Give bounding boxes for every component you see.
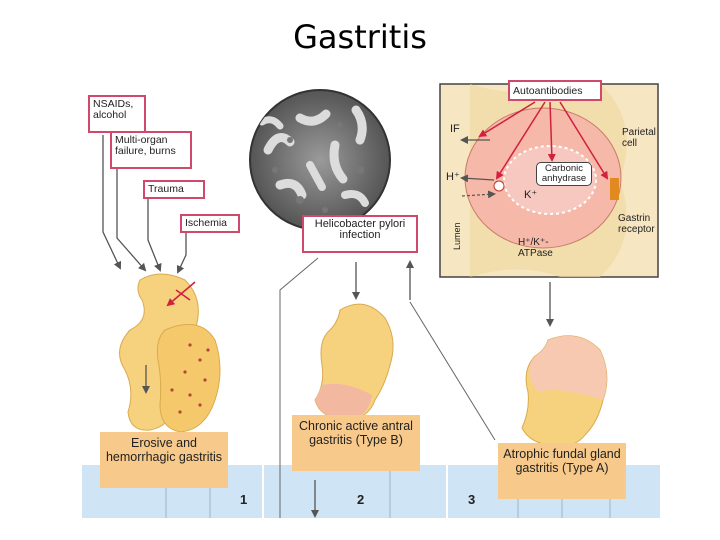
stomach-erosive (119, 273, 221, 433)
inset-lumen-label: Lumen (452, 222, 462, 250)
panel-number-2: 2 (357, 492, 365, 507)
panel-number-1: 1 (240, 492, 248, 507)
cause-ischemia: Ischemia (180, 214, 240, 233)
panel-number-3: 3 (468, 492, 476, 507)
cause-nsaids-alcohol: NSAIDs, alcohol (88, 95, 146, 133)
cause-multiorgan-failure: Multi-organ failure, burns (110, 131, 192, 169)
inset-h-plus-label: H⁺ (446, 171, 460, 183)
inset-autoantibodies: Autoantibodies (508, 80, 602, 101)
type-3-label: Atrophic fundal gland gastritis (Type A) (498, 443, 626, 499)
cause-arrows (102, 135, 187, 274)
type-1-label: Erosive and hemorrhagic gastritis (100, 432, 228, 488)
slide-title: Gastritis (293, 18, 427, 56)
inset-carbonic-anhydrase: Carbonic anhydrase (536, 162, 592, 186)
inset-parietal-cell-label: Parietal cell (622, 127, 656, 149)
stomach-antral (279, 257, 496, 518)
type-2-label: Chronic active antral gastritis (Type B) (292, 415, 420, 471)
cause-trauma: Trauma (143, 180, 205, 199)
inset-k-plus-label: K⁺ (524, 189, 538, 201)
h-pylori-micrograph (249, 89, 391, 231)
inset-gastrin-receptor-label: Gastrin receptor (618, 213, 655, 235)
inset-if-label: IF (450, 123, 460, 135)
cause-h-pylori: Helicobacter pylori infection (302, 215, 418, 253)
inset-atpase-label: H⁺/K⁺-ATPase (518, 237, 553, 259)
stomach-fundal (521, 282, 608, 447)
